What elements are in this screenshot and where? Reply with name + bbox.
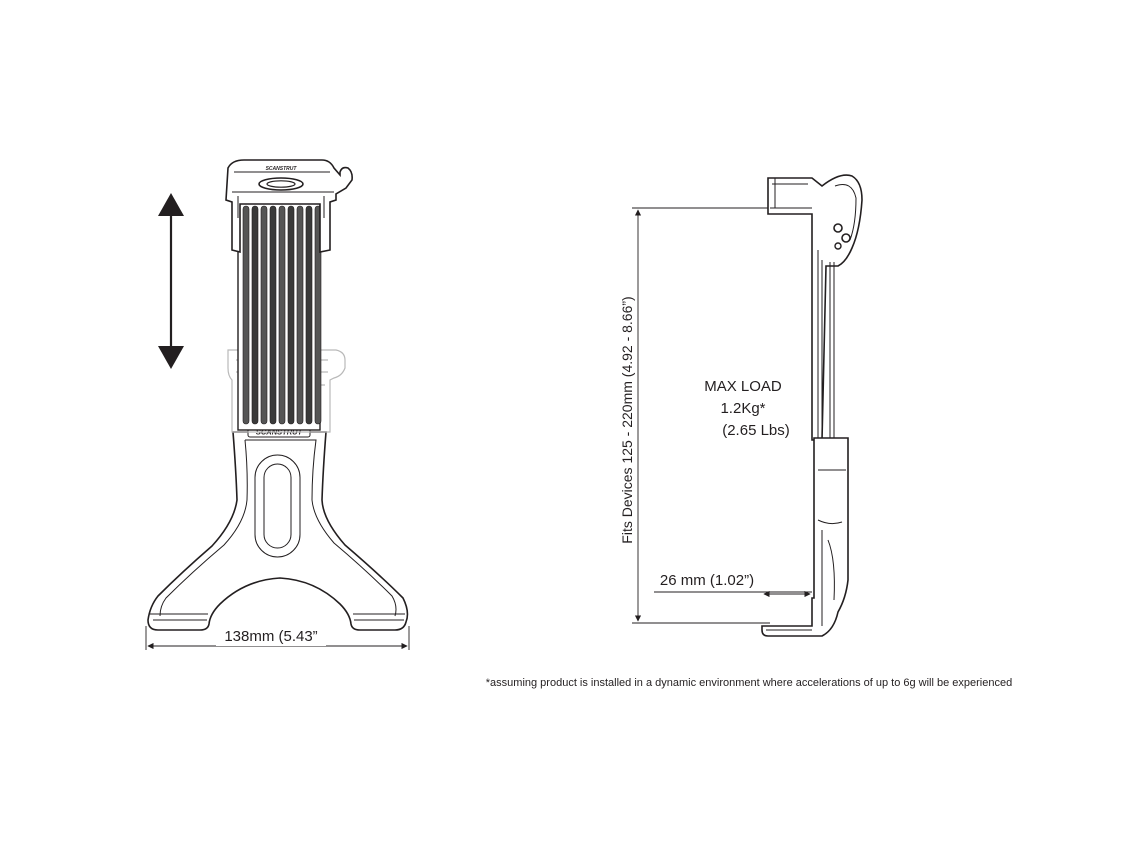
extension-column bbox=[237, 199, 322, 431]
column-rib bbox=[287, 205, 295, 425]
column-rib bbox=[251, 205, 259, 425]
width-dimension: 138mm (5.43” bbox=[145, 626, 410, 650]
footnote: *assuming product is installed in a dyna… bbox=[486, 677, 1012, 689]
max-load-title: MAX LOAD bbox=[704, 378, 782, 395]
column-rib bbox=[269, 205, 277, 425]
holder-base: SCANSTRUT bbox=[147, 425, 409, 631]
column-rib bbox=[314, 205, 322, 425]
width-dimension-label: 138mm (5.43” bbox=[224, 628, 317, 645]
clamp-head: SCANSTRUT bbox=[225, 159, 353, 254]
holder-side-profile bbox=[761, 174, 863, 637]
depth-dimension: 26 mm (1.02”) bbox=[654, 572, 812, 598]
front-view: SCANSTRUT SCANSTRUT bbox=[145, 159, 410, 650]
height-dimension: Fits Devices 125 - 220mm (4.92 - 8.66”) bbox=[619, 207, 812, 624]
column-rib bbox=[305, 205, 313, 425]
column-rib bbox=[242, 205, 250, 425]
max-load-lbs: (2.65 Lbs) bbox=[722, 422, 790, 439]
column-rib bbox=[260, 205, 268, 425]
adjustment-arrow-icon bbox=[158, 193, 184, 369]
depth-dimension-label: 26 mm (1.02”) bbox=[660, 572, 754, 589]
head-brand-label: SCANSTRUT bbox=[266, 166, 298, 172]
height-dimension-label: Fits Devices 125 - 220mm (4.92 - 8.66”) bbox=[619, 296, 635, 543]
column-rib bbox=[278, 205, 286, 425]
column-rib bbox=[296, 205, 304, 425]
column-ribs bbox=[242, 205, 322, 425]
max-load-kg: 1.2Kg* bbox=[720, 400, 765, 417]
side-view: Fits Devices 125 - 220mm (4.92 - 8.66”) bbox=[619, 174, 863, 637]
